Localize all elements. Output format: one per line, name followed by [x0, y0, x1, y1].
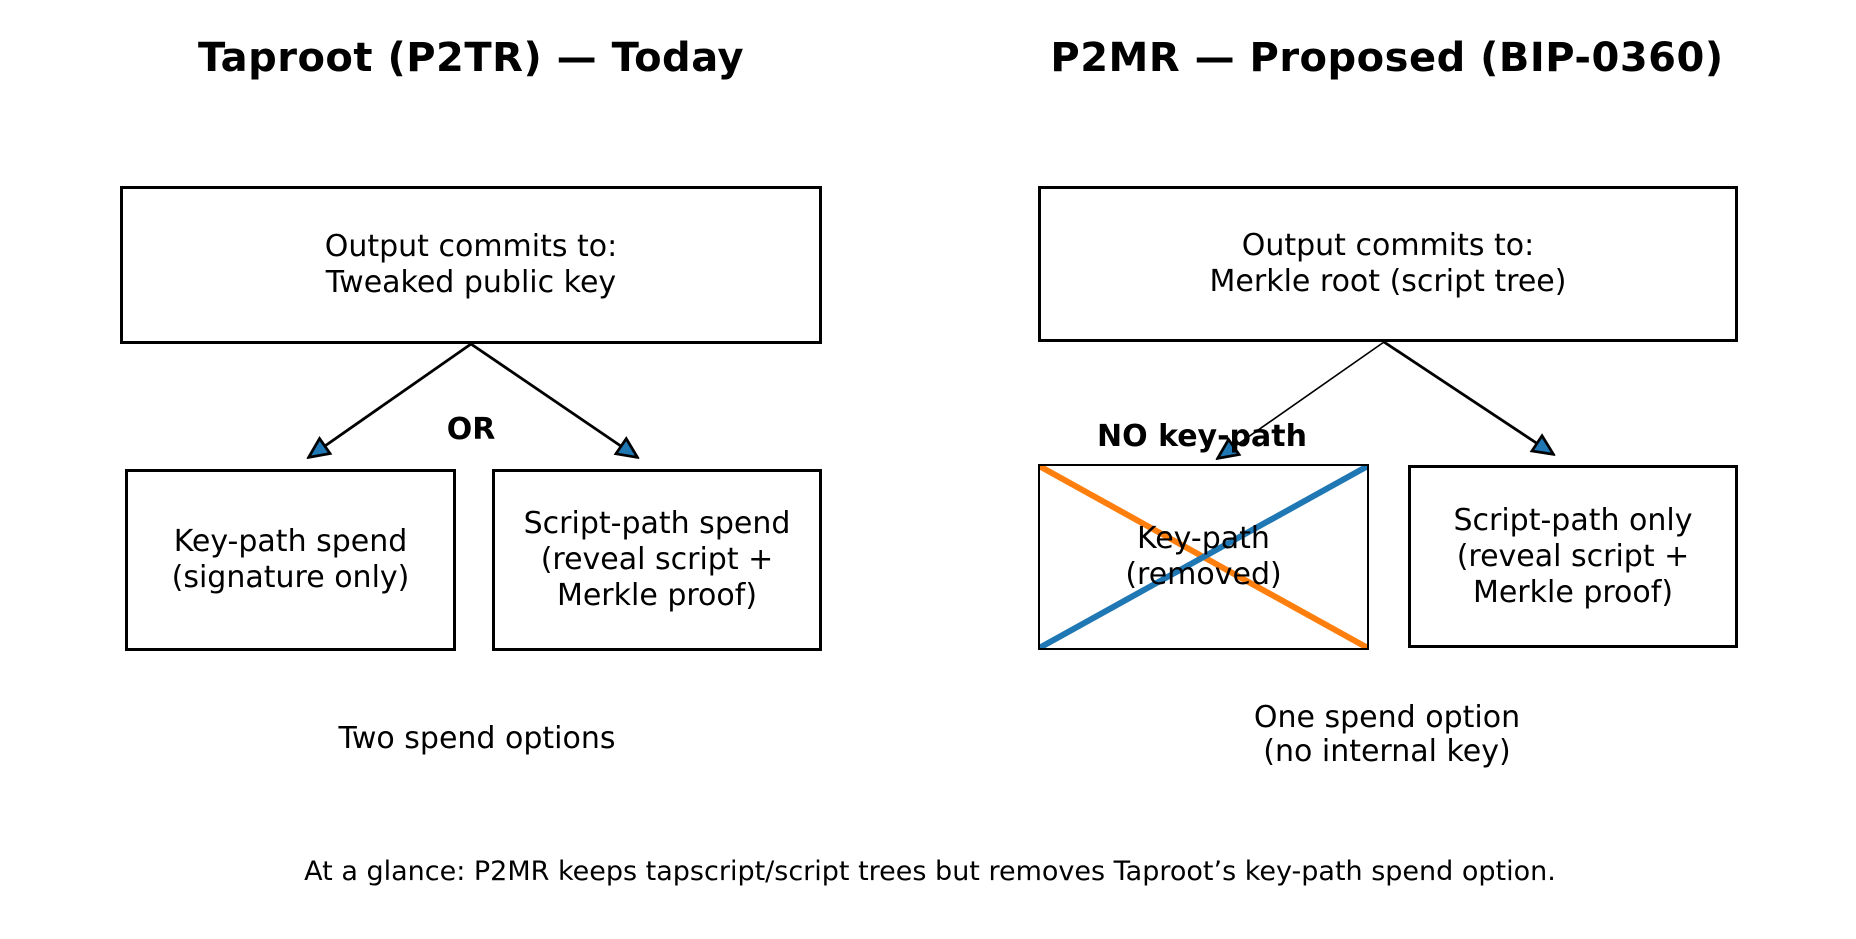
keypath-removed-line1: Key-path — [1137, 521, 1270, 556]
scriptpath-spend-box: Script-path spend (reveal script + Merkl… — [492, 469, 822, 651]
left-arrow-to-scriptpath — [470, 342, 634, 455]
right-arrow-to-removed — [1221, 341, 1385, 456]
or-label: OR — [446, 412, 496, 447]
scriptonly-line2: (reveal script + — [1456, 538, 1690, 574]
scriptpath-spend-line3: Merkle proof) — [556, 578, 758, 613]
keypath-spend-line1: Key-path spend — [173, 524, 408, 559]
right-caption-line2: (no internal key) — [1263, 734, 1511, 769]
scriptonly-line1: Script-path only — [1453, 502, 1693, 538]
right-caption-line1: One spend option — [1253, 700, 1521, 735]
scriptpath-spend-line1: Script-path spend — [523, 506, 791, 541]
right-panel-title: P2MR — Proposed (BIP-0360) — [1050, 35, 1724, 81]
right-panel-caption: One spend option (no internal key) — [1254, 701, 1520, 769]
at-a-glance-note: At a glance: P2MR keeps tapscript/script… — [304, 856, 1556, 887]
right-top-box: Output commits to: Merkle root (script t… — [1038, 186, 1738, 342]
left-panel-caption: Two spend options — [338, 721, 616, 756]
scriptonly-box: Script-path only (reveal script + Merkle… — [1408, 465, 1738, 648]
right-arrow-to-scriptonly — [1383, 340, 1550, 452]
right-top-box-line1: Output commits to: — [1241, 228, 1535, 263]
scriptpath-spend-line2: (reveal script + — [540, 542, 774, 577]
left-top-box: Output commits to: Tweaked public key — [120, 186, 822, 344]
keypath-removed-box: Key-path (removed) — [1038, 464, 1369, 650]
keypath-removed-line2: (removed) — [1125, 557, 1282, 592]
left-arrow-to-keypath — [312, 342, 472, 455]
no-keypath-label: NO key-path — [1097, 419, 1307, 454]
left-top-box-line2: Tweaked public key — [325, 265, 617, 300]
scriptonly-line3: Merkle proof) — [1472, 574, 1674, 610]
keypath-spend-box: Key-path spend (signature only) — [125, 469, 456, 651]
cross-line-blue — [1038, 464, 1369, 650]
left-panel-title: Taproot (P2TR) — Today — [197, 35, 745, 81]
keypath-spend-line2: (signature only) — [171, 560, 410, 595]
left-top-box-line1: Output commits to: — [324, 229, 618, 264]
right-top-box-line2: Merkle root (script tree) — [1209, 264, 1567, 299]
